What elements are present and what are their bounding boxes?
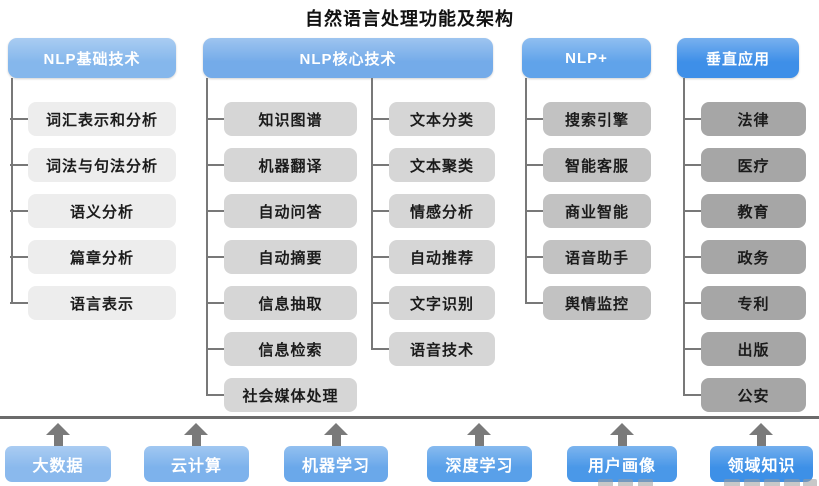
col4-node: 政务 xyxy=(683,240,806,274)
foundation-box: 大数据 xyxy=(5,446,111,482)
up-arrow-icon xyxy=(749,423,773,435)
col1-node: 篇章分析 xyxy=(10,240,176,274)
col3-node: 搜索引擎 xyxy=(525,102,651,136)
col4-node: 专利 xyxy=(683,286,806,320)
col2-left-node: 机器翻译 xyxy=(206,148,357,182)
col1-node: 语言表示 xyxy=(10,286,176,320)
col2-left-node: 自动摘要 xyxy=(206,240,357,274)
col4-node: 出版 xyxy=(683,332,806,366)
col2-right-node: 语音技术 xyxy=(371,332,495,366)
column-header-vertical-apps: 垂直应用 xyxy=(677,38,799,78)
col1-node: 词汇表示和分析 xyxy=(10,102,176,136)
connector-rail xyxy=(11,78,13,304)
col2-right-node: 文本聚类 xyxy=(371,148,495,182)
col1-node: 语义分析 xyxy=(10,194,176,228)
connector-rail xyxy=(371,78,373,350)
up-arrow-icon xyxy=(474,435,484,446)
connector-rail xyxy=(206,78,208,396)
col4-node: 法律 xyxy=(683,102,806,136)
separator-line xyxy=(0,416,819,419)
connector-rail xyxy=(683,78,685,396)
col4-node: 教育 xyxy=(683,194,806,228)
col3-node: 舆情监控 xyxy=(525,286,651,320)
col4-node: 医疗 xyxy=(683,148,806,182)
up-arrow-icon xyxy=(467,423,491,435)
up-arrow-icon xyxy=(324,423,348,435)
col2-left-node: 自动问答 xyxy=(206,194,357,228)
column-header-nlp-foundation: NLP基础技术 xyxy=(8,38,176,78)
col3-node: 智能客服 xyxy=(525,148,651,182)
col4-node: 公安 xyxy=(683,378,806,412)
foundation-box: 用户画像 xyxy=(567,446,677,482)
up-arrow-icon xyxy=(191,435,201,446)
col2-left-node: 信息抽取 xyxy=(206,286,357,320)
col2-left-node: 社会媒体处理 xyxy=(206,378,357,412)
up-arrow-icon xyxy=(46,423,70,435)
foundation-box: 领域知识 xyxy=(710,446,813,482)
foundation-box: 云计算 xyxy=(144,446,249,482)
up-arrow-icon xyxy=(184,423,208,435)
col2-left-node: 信息检索 xyxy=(206,332,357,366)
up-arrow-icon xyxy=(756,435,766,446)
up-arrow-icon xyxy=(617,435,627,446)
up-arrow-icon xyxy=(53,435,63,446)
col2-left-node: 知识图谱 xyxy=(206,102,357,136)
foundation-box: 机器学习 xyxy=(284,446,388,482)
col2-right-node: 文本分类 xyxy=(371,102,495,136)
col2-right-node: 情感分析 xyxy=(371,194,495,228)
col2-right-node: 自动推荐 xyxy=(371,240,495,274)
column-header-nlp-core: NLP核心技术 xyxy=(203,38,493,78)
col3-node: 语音助手 xyxy=(525,240,651,274)
col3-node: 商业智能 xyxy=(525,194,651,228)
foundation-box: 深度学习 xyxy=(427,446,532,482)
connector-rail xyxy=(525,78,527,304)
column-header-nlp-plus: NLP+ xyxy=(522,38,651,78)
up-arrow-icon xyxy=(610,423,634,435)
col2-right-node: 文字识别 xyxy=(371,286,495,320)
diagram-title: 自然语言处理功能及架构 xyxy=(305,9,514,29)
up-arrow-icon xyxy=(331,435,341,446)
col1-node: 词法与句法分析 xyxy=(10,148,176,182)
